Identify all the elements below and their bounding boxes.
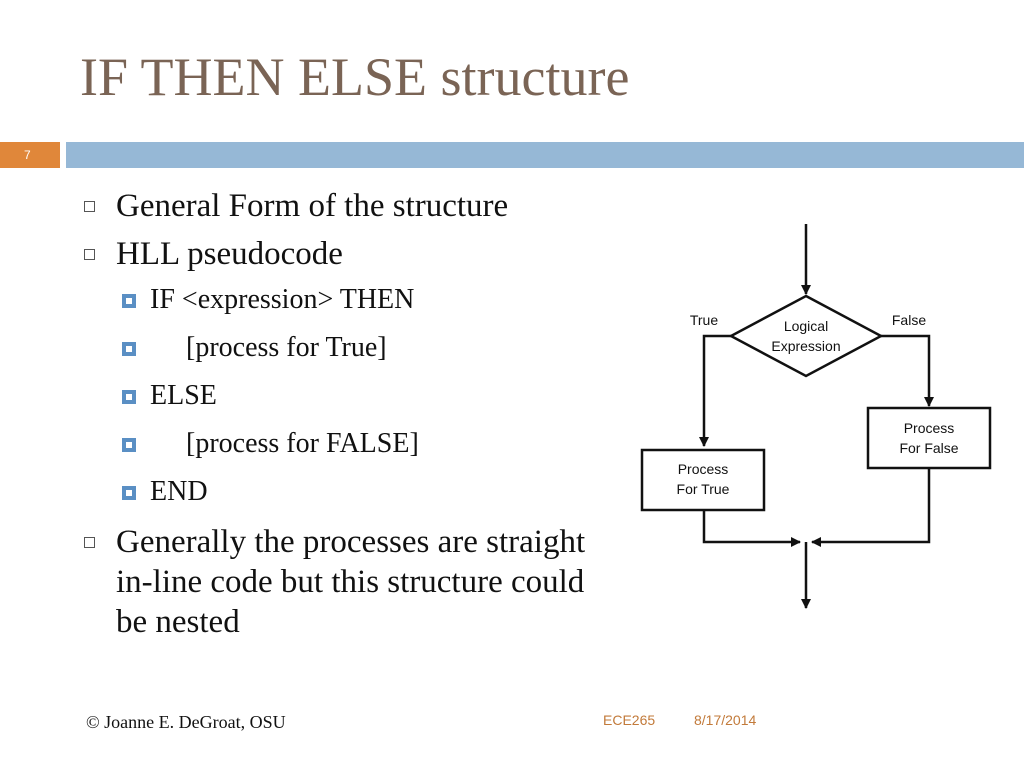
filled-square-bullet-icon [122, 294, 136, 308]
footer-date: 8/17/2014 [694, 712, 757, 728]
process-false-line1: Process [904, 420, 955, 436]
filled-square-bullet-icon [122, 486, 136, 500]
sub-bullet-item: [process for True] [84, 324, 644, 372]
sub-bullet-text: [process for FALSE] [186, 428, 419, 459]
bullet-text: HLL pseudocode [116, 236, 343, 272]
bullet-item: Generally the processes are straight in-… [84, 522, 616, 642]
title-rule: 7 [0, 142, 1024, 168]
slide-number: 7 [14, 142, 60, 168]
hollow-square-bullet-icon [84, 249, 95, 260]
false-branch-arrow [881, 334, 934, 407]
process-true-line1: Process [678, 461, 729, 477]
bullet-item: General Form of the structure [84, 186, 644, 226]
sub-bullet-item: [process for FALSE] [84, 420, 644, 468]
sub-bullet-text: [process for True] [186, 332, 387, 363]
filled-square-bullet-icon [122, 438, 136, 452]
slide-title: IF THEN ELSE structure [80, 47, 630, 107]
hollow-square-bullet-icon [84, 201, 95, 212]
process-true-line2: For True [677, 481, 730, 497]
sub-bullet-text: IF <expression> THEN [150, 284, 415, 315]
true-merge-arrow [702, 510, 801, 547]
hollow-square-bullet-icon [84, 537, 95, 548]
sub-bullet-text: ELSE [150, 380, 217, 411]
process-true-box [640, 448, 766, 512]
false-label: False [892, 312, 926, 328]
decision-label-line1: Logical [784, 318, 828, 334]
filled-square-bullet-icon [122, 342, 136, 356]
sub-bullet-item: ELSE [84, 372, 644, 420]
title-rule-bar [66, 142, 1024, 168]
footer-author: © Joanne E. DeGroat, OSU [86, 712, 286, 732]
if-then-else-flowchart: Logical Expression True False Process Fo… [640, 224, 992, 609]
filled-square-bullet-icon [122, 390, 136, 404]
sub-bullet-item: IF <expression> THEN [84, 276, 644, 324]
true-branch-arrow [699, 334, 731, 447]
bullet-text: Generally the processes are straight in-… [116, 524, 586, 640]
sub-bullet-item: END [84, 468, 644, 516]
footer-course: ECE265 [603, 712, 656, 728]
decision-diamond [728, 294, 884, 378]
decision-label-line2: Expression [771, 338, 840, 354]
process-false-box [866, 406, 992, 470]
false-merge-arrow [811, 468, 931, 547]
bullet-list: General Form of the structure HLL pseudo… [84, 186, 644, 642]
true-label: True [690, 312, 718, 328]
bullet-item: HLL pseudocode [84, 234, 644, 274]
bullet-text: General Form of the structure [116, 188, 509, 224]
process-false-line2: For False [899, 440, 958, 456]
title-rule-left-accent [0, 142, 14, 168]
sub-bullet-text: END [150, 476, 208, 507]
